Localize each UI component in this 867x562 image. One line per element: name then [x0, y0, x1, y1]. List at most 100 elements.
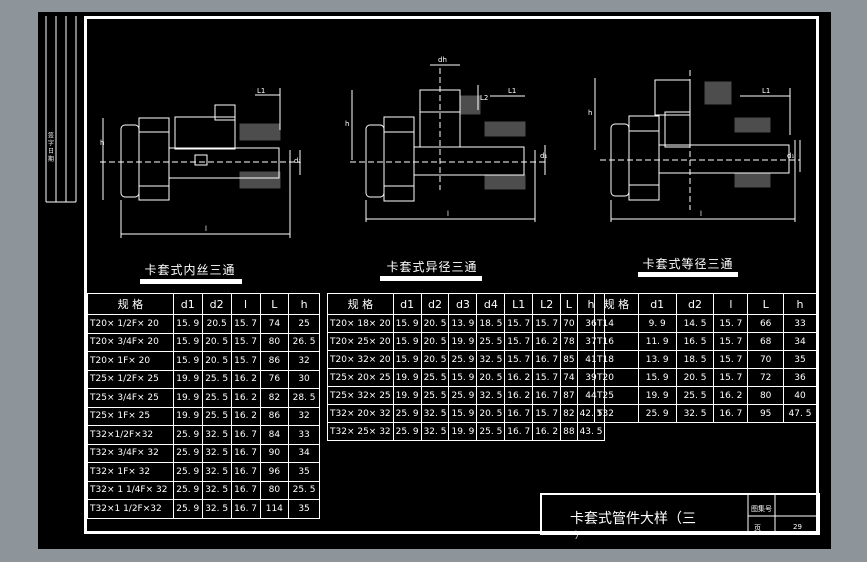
spec-cell: T20× 18× 20: [327, 314, 394, 333]
spec-cell: T25× 3/4F× 25: [87, 388, 174, 408]
value-cell: 40: [783, 386, 817, 405]
spec-cell: T20× 32× 20: [327, 350, 394, 369]
dim-d1-label: d₁: [540, 152, 547, 160]
spec-cell: T20: [594, 368, 639, 387]
value-cell: 25. 9: [172, 443, 203, 463]
value-cell: 68: [747, 332, 785, 351]
dim-l1-label: L1: [257, 87, 265, 95]
value-cell: 32: [288, 406, 320, 426]
table-header-cell: 规 格: [594, 293, 639, 315]
value-cell: 18. 5: [476, 314, 506, 333]
spec-cell: T14: [594, 314, 639, 333]
value-cell: 25. 9: [637, 404, 677, 423]
value-cell: 25. 5: [476, 332, 506, 351]
table-header-cell: h: [288, 293, 320, 315]
value-cell: 16. 7: [532, 386, 562, 405]
value-cell: 13. 9: [448, 314, 478, 333]
value-cell: 9. 9: [637, 314, 677, 333]
value-cell: 20. 5: [201, 351, 232, 371]
value-cell: 20. 5: [675, 368, 715, 387]
value-cell: 16. 5: [675, 332, 715, 351]
value-cell: 15. 7: [713, 314, 749, 333]
value-cell: 36: [783, 368, 817, 387]
value-cell: 25. 9: [448, 386, 478, 405]
value-cell: 15. 7: [713, 332, 749, 351]
value-cell: 15. 7: [713, 350, 749, 369]
value-cell: 66: [747, 314, 785, 333]
value-cell: 32. 5: [201, 425, 232, 445]
value-cell: 43. 5: [576, 422, 606, 441]
table-1-title: 卡套式内丝三通: [144, 263, 236, 277]
table-2-title-underline: [380, 276, 482, 281]
drawing-3-equal-tee: h L1 d₁ l: [588, 70, 801, 222]
spec-cell: T25× 20× 25: [327, 368, 394, 387]
value-cell: 85: [560, 350, 578, 369]
value-cell: 47. 5: [783, 404, 817, 423]
value-cell: 20. 5: [420, 332, 450, 351]
value-cell: 16. 7: [230, 499, 261, 519]
value-cell: 15. 9: [172, 332, 203, 352]
table-header-cell: d2: [675, 293, 715, 315]
value-cell: 80: [259, 480, 290, 500]
table-3-title-underline: [638, 272, 738, 277]
value-cell: 16. 7: [713, 404, 749, 423]
table-header-cell: 规 格: [327, 293, 394, 315]
value-cell: 19. 9: [392, 368, 422, 387]
table-header-cell: d1: [392, 293, 422, 315]
value-cell: 20. 5: [476, 368, 506, 387]
value-cell: 15. 9: [637, 368, 677, 387]
page-number: 29: [793, 523, 802, 531]
value-cell: 25. 5: [201, 406, 232, 426]
value-cell: 15. 9: [392, 314, 422, 333]
value-cell: 30: [288, 369, 320, 389]
value-cell: 25. 5: [420, 386, 450, 405]
value-cell: 15. 9: [172, 351, 203, 371]
value-cell: 70: [747, 350, 785, 369]
table-header-cell: L1: [504, 293, 534, 315]
value-cell: 19. 9: [448, 332, 478, 351]
spec-cell: T25× 32× 25: [327, 386, 394, 405]
value-cell: 72: [747, 368, 785, 387]
value-cell: 19. 9: [392, 386, 422, 405]
value-cell: 20. 5: [420, 350, 450, 369]
value-cell: 25. 5: [288, 480, 320, 500]
value-cell: 19. 9: [172, 406, 203, 426]
table-header-cell: d1: [172, 293, 203, 315]
value-cell: 26. 5: [288, 332, 320, 352]
value-cell: 16. 7: [230, 443, 261, 463]
value-cell: 15. 7: [230, 332, 261, 352]
spec-cell: T32× 20× 32: [327, 404, 394, 423]
value-cell: 16. 7: [504, 404, 534, 423]
dim-l1-label: L1: [508, 87, 516, 95]
binding-strip: 签 字 日 期: [45, 16, 77, 203]
value-cell: 32. 5: [201, 462, 232, 482]
value-cell: 32. 5: [420, 404, 450, 423]
value-cell: 80: [747, 386, 785, 405]
value-cell: 32. 5: [201, 499, 232, 519]
value-cell: 78: [560, 332, 578, 351]
value-cell: 25. 5: [201, 388, 232, 408]
value-cell: 15. 9: [172, 314, 203, 334]
value-cell: 80: [259, 332, 290, 352]
value-cell: 25. 9: [392, 422, 422, 441]
table-header-cell: h: [783, 293, 817, 315]
value-cell: 15. 7: [230, 351, 261, 371]
dim-l-label: l: [205, 225, 207, 233]
value-cell: 114: [259, 499, 290, 519]
value-cell: 74: [259, 314, 290, 334]
value-cell: 13. 9: [637, 350, 677, 369]
value-cell: 16. 7: [230, 462, 261, 482]
dim-l1-label: L1: [762, 87, 770, 95]
value-cell: 34: [288, 443, 320, 463]
side-strip-text: 签 字 日 期: [47, 131, 54, 163]
